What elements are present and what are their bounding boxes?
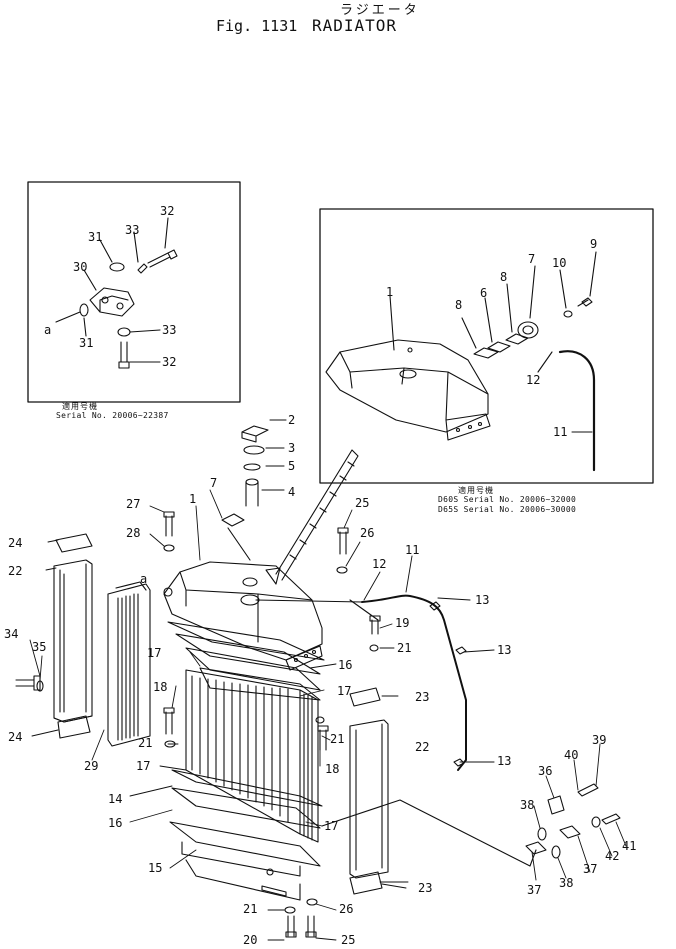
part-number: 37 [583,862,598,876]
part-number: 24 [8,730,23,744]
part-number: 12 [372,557,387,571]
part-number: 17 [324,819,339,833]
main-bolts [15,511,381,938]
part-number: 19 [395,616,410,630]
part-number: 17 [337,684,352,698]
part-number: 32 [162,355,177,369]
upper-tank [163,513,363,671]
part-number: 3 [288,441,296,455]
part-number: 23 [418,881,433,895]
inset-right-frame [319,208,654,484]
part-number: 2 [288,413,296,427]
inset-right-caption-serial-1: D60S Serial No. 20006~32000 [438,495,577,504]
part-number: 21 [138,736,153,750]
part-number: 26 [339,902,354,916]
part-number: 37 [527,883,542,897]
part-number: 22 [8,564,23,578]
part-number: 18 [325,762,340,776]
part-number: 38 [559,876,574,890]
part-number: 29 [84,759,99,773]
part-number: 30 [73,260,88,274]
part-number: 1 [386,285,394,299]
part-number: 41 [622,839,637,853]
main-leaders [29,489,627,941]
filler-cap-parts [241,419,287,507]
part-number: 33 [162,323,177,337]
part-number: 18 [153,680,168,694]
inset-left-bracket [55,217,178,369]
marker-a: a [44,323,52,337]
part-number: 25 [341,933,356,947]
left-side-frame [53,533,93,739]
part-number: 16 [338,658,353,672]
part-number: 8 [455,298,463,312]
inset-right-caption-serial-2: D65S Serial No. 20006~30000 [438,505,577,514]
part-number: 12 [526,373,541,387]
marker-a: a [140,572,148,586]
part-number: 4 [288,485,296,499]
part-number: 31 [79,336,94,350]
part-number: 33 [125,223,140,237]
top-flanges [167,621,325,701]
part-number: 21 [243,902,258,916]
inset-right-tank [325,251,597,472]
part-number: 10 [552,256,567,270]
part-number: 35 [32,640,47,654]
page-title: RADIATOR [312,16,398,35]
part-number: 9 [590,237,598,251]
part-number: 1 [189,492,197,506]
direction-arrow [265,449,359,585]
part-number: 39 [592,733,607,747]
part-number: 13 [475,593,490,607]
part-number: 24 [8,536,23,550]
part-number: 20 [243,933,258,947]
inset-left-frame [27,181,241,403]
part-number: 6 [480,286,488,300]
side-shroud [107,581,151,747]
part-number: 13 [497,643,512,657]
bottom-right-bracket [321,783,621,867]
inset-left-caption-jp: 適用号機 [62,402,98,411]
part-number: 32 [160,204,175,218]
part-number: 31 [88,230,103,244]
part-number: 40 [564,748,579,762]
part-number: 38 [520,798,535,812]
part-number: 42 [605,849,620,863]
part-number: 15 [148,861,163,875]
part-number: 21 [330,732,345,746]
right-side-frame [349,687,389,895]
part-number: 13 [497,754,512,768]
part-number: 22 [415,740,430,754]
part-number: 16 [108,816,123,830]
part-number: 26 [360,526,375,540]
part-number: 11 [553,425,568,439]
part-number: 14 [108,792,123,806]
part-number: 17 [136,759,151,773]
hose-routing [349,594,495,771]
part-number: 28 [126,526,141,540]
figure-number: Fig. 1131 [216,17,298,35]
part-number: 17 [147,646,162,660]
part-number: 27 [126,497,141,511]
part-number: 5 [288,459,296,473]
lower-tank [169,769,323,901]
inset-right-caption-jp: 適用号機 [458,486,494,495]
part-number: 7 [528,252,536,266]
part-number: 11 [405,543,420,557]
part-number: 21 [397,641,412,655]
part-number: 23 [415,690,430,704]
part-number: 7 [210,476,218,490]
part-number: 34 [4,627,19,641]
part-number: 8 [500,270,508,284]
part-number: 25 [355,496,370,510]
japanese-title: ラジエータ [340,3,420,18]
inset-left-caption-serial: Serial No. 20006~22387 [56,411,169,420]
part-number: 36 [538,764,553,778]
